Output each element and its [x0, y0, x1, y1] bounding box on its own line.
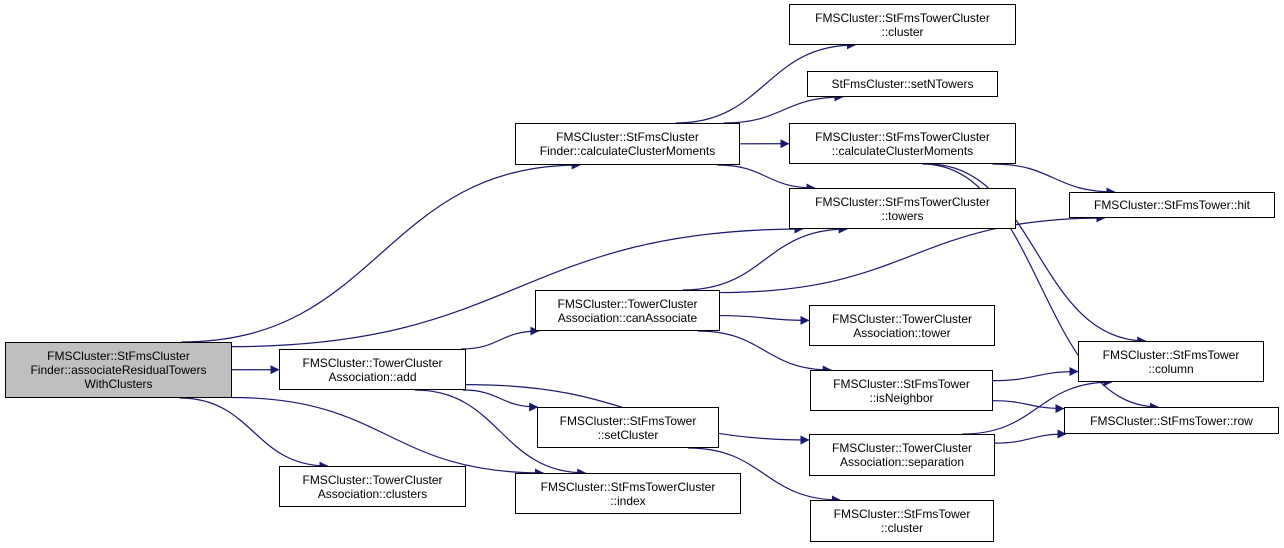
node-label-line: ::isNeighbor: [869, 390, 934, 405]
node-label-line: FMSCluster::TowerCluster: [557, 296, 698, 311]
call-edge-tc_calc-to-hit: [992, 163, 1116, 197]
tower-cluster-towers-node[interactable]: FMSCluster::StFmsTowerCluster ::towers: [789, 188, 1016, 229]
node-label-line: FMSCluster::StFmsCluster: [47, 349, 190, 363]
is-neighbor-node[interactable]: FMSCluster::StFmsTower ::isNeighbor: [810, 370, 993, 411]
call-edge-tc_calc-to-row: [922, 163, 1159, 412]
node-label-line: Association::separation: [839, 455, 965, 469]
call-edge-root-to-tca_clusters: [179, 397, 329, 471]
call-edge-root-to-finder_calc: [181, 160, 581, 343]
node-label-line: FMSCluster::StFmsTower: [833, 507, 971, 521]
call-edge-tca_add-to-tca_can: [461, 326, 540, 350]
node-label-line: ::towers: [881, 208, 924, 223]
finder-calculate-cluster-moments-node[interactable]: FMSCluster::StFmsCluster Finder::calcula…: [515, 123, 740, 165]
association-add-node[interactable]: FMSCluster::TowerCluster Association::ad…: [279, 349, 466, 390]
node-label-line: FMSCluster::StFmsTower: [1102, 347, 1240, 362]
root-function-node: FMSCluster::StFmsCluster Finder::associa…: [5, 342, 232, 398]
call-edge-root-to-tc_towers: [231, 224, 804, 348]
node-label-line: ::calculateClusterMoments: [831, 143, 974, 158]
tower-set-cluster-node[interactable]: FMSCluster::StFmsTower ::setCluster: [537, 407, 719, 448]
call-edge-tca_can-to-hit: [719, 213, 1106, 294]
call-edge-root-to-tc_index: [231, 396, 544, 478]
call-edge-tca_can-to-tc_towers: [682, 224, 848, 291]
call-edge-finder_calc-to-tc_cluster: [675, 40, 856, 124]
association-separation-node[interactable]: FMSCluster::TowerCluster Association::se…: [809, 434, 995, 476]
set-n-towers-node[interactable]: StFmsCluster::setNTowers: [807, 71, 998, 97]
node-label-line: Finder::calculateClusterMoments: [539, 144, 716, 158]
association-clusters-node[interactable]: FMSCluster::TowerCluster Association::cl…: [279, 466, 466, 507]
tower-hit-node[interactable]: FMSCluster::StFmsTower::hit: [1069, 192, 1275, 218]
node-label-line: FMSCluster::StFmsTowerCluster: [815, 10, 990, 25]
call-edge-tca_add-to-setcluster: [462, 389, 539, 412]
node-label-line: StFmsCluster::setNTowers: [831, 77, 974, 91]
tower-cluster-calculate-cluster-moments-node[interactable]: FMSCluster::StFmsTowerCluster ::calculat…: [789, 123, 1016, 164]
call-edge-separation-to-row: [994, 429, 1067, 444]
node-label-line: FMSCluster::TowerCluster: [831, 311, 973, 326]
node-label-line: Association::canAssociate: [557, 310, 698, 325]
node-label-line: Association::add: [328, 369, 417, 384]
call-edge-finder_calc-to-setn: [723, 92, 844, 124]
node-label-line: ::column: [1148, 361, 1194, 376]
tower-cluster-index-node[interactable]: FMSCluster::StFmsTowerCluster ::index: [515, 473, 741, 514]
node-label-line: ::cluster: [880, 521, 923, 535]
node-label-line: ::index: [610, 493, 646, 508]
tower-cluster-cluster-node[interactable]: FMSCluster::StFmsTowerCluster ::cluster: [789, 4, 1016, 45]
node-label-line: FMSCluster::TowerCluster: [302, 472, 443, 487]
tower-column-node[interactable]: FMSCluster::StFmsTower ::column: [1078, 341, 1264, 382]
tower-row-node[interactable]: FMSCluster::StFmsTower::row: [1064, 407, 1279, 434]
call-edge-separation-to-column: [962, 377, 1113, 435]
can-associate-node[interactable]: FMSCluster::TowerCluster Association::ca…: [535, 290, 720, 331]
node-label-line: FMSCluster::TowerCluster: [302, 355, 443, 370]
tower-cluster-getter-node[interactable]: FMSCluster::StFmsTower ::cluster: [810, 500, 994, 542]
association-tower-node[interactable]: FMSCluster::TowerCluster Association::to…: [809, 305, 995, 346]
node-label-line: FMSCluster::StFmsTower::hit: [1093, 198, 1251, 212]
node-label-line: ::setCluster: [597, 427, 659, 442]
call-edge-setcluster-to-tower_cluster: [688, 447, 841, 505]
call-edge-neighbor-to-column: [992, 367, 1079, 382]
call-edge-tc_calc-to-column: [927, 163, 1147, 346]
node-label-line: Finder::associateResidualTowers: [30, 363, 207, 377]
node-label-line: FMSCluster::StFmsTowerCluster: [540, 479, 716, 494]
call-edges: [179, 40, 1159, 505]
call-edge-tca_can-to-tca_tower: [719, 314, 810, 325]
node-label-line: WithClusters: [84, 377, 153, 391]
call-edge-finder_calc-to-tc_towers: [717, 164, 816, 193]
node-label-line: ::cluster: [881, 24, 924, 39]
node-label-line: FMSCluster::StFmsTowerCluster: [815, 129, 990, 144]
node-label-line: FMSCluster::StFmsTower: [559, 413, 697, 428]
call-edge-tca_add-to-tc_index: [414, 389, 587, 478]
node-label-line: FMSCluster::StFmsTower: [833, 376, 970, 391]
node-label-line: FMSCluster::StFmsTowerCluster: [815, 194, 990, 209]
node-label-line: Association::tower: [853, 325, 951, 340]
node-label-line: FMSCluster::StFmsTower::row: [1090, 413, 1253, 428]
node-label-line: Association::clusters: [317, 486, 428, 501]
node-label-line: FMSCluster::StFmsCluster: [556, 130, 699, 144]
call-edge-tca_can-to-neighbor: [697, 330, 832, 375]
call-edge-neighbor-to-row: [992, 400, 1065, 414]
node-label-line: FMSCluster::TowerCluster: [831, 441, 973, 455]
